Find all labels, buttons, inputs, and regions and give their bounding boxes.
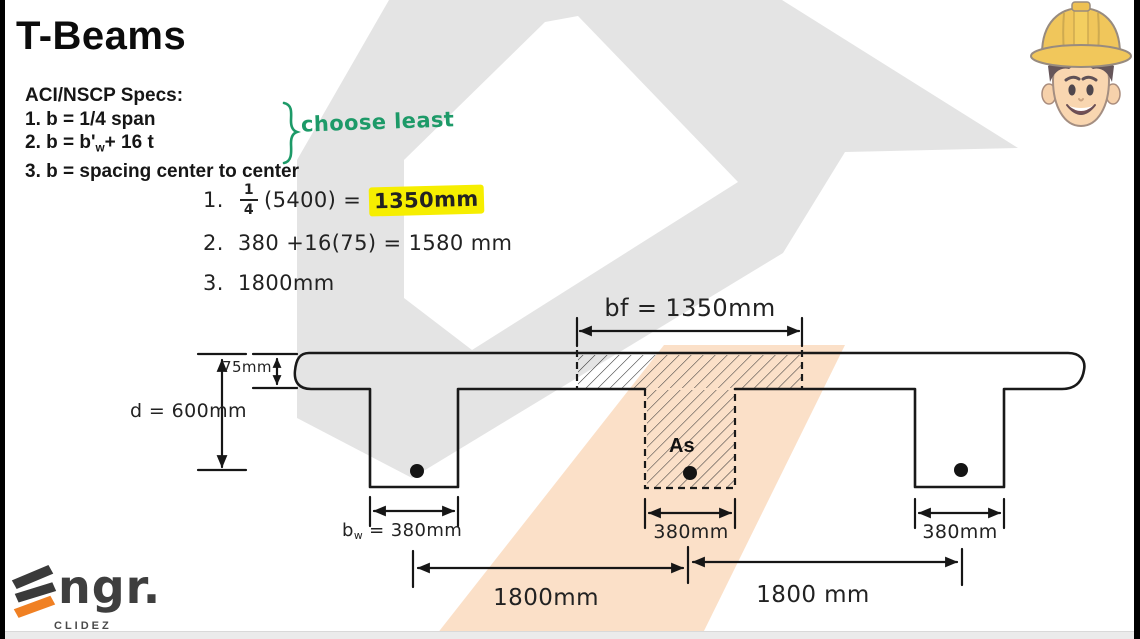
rebar-dots (410, 463, 968, 480)
spec-item-1: 1. b = 1/4 span (25, 108, 156, 130)
curly-brace-icon (282, 101, 301, 165)
highlighted-result: 1350mm (368, 184, 485, 216)
steel-area-label: As (669, 435, 695, 457)
right-web-width-label: 380mm (922, 521, 998, 543)
page-title: T-Beams (16, 14, 187, 58)
flange-width-label: bf = 1350mm (604, 294, 776, 322)
left-letterbox-bar (0, 0, 5, 639)
engineer-avatar-icon (1030, 1, 1132, 128)
calculation-2: 2. 380 +16(75) = 1580 mm (203, 231, 513, 255)
fraction-one-fourth: 1 4 (239, 183, 258, 217)
specs-heading: ACI/NSCP Specs: (25, 85, 184, 106)
engr-logo-icon (11, 564, 57, 618)
logo-wordmark: ngr. (58, 560, 162, 614)
effective-section-dashed-boundary (575, 350, 804, 490)
logo-subtext: CLIDEZ (54, 620, 112, 632)
dimension-lines (196, 316, 1006, 589)
spec-item-3: 3. b = spacing center to center (25, 160, 300, 182)
spacing-left-label: 1800mm (493, 585, 599, 611)
web-width-label: bw = 380mm (342, 520, 463, 543)
slab-thickness-label: 75mm (222, 358, 272, 376)
specs-list: ACI/NSCP Specs: 1. b = 1/4 span 2. b = b… (25, 84, 299, 183)
slab-and-webs-outline (293, 351, 1086, 489)
effective-depth-label: d = 600mm (130, 400, 247, 422)
center-web-width-label: 380mm (653, 521, 729, 543)
spacing-right-label: 1800 mm (756, 582, 870, 608)
spec-item-2: 2. b = b'w+ 16 t (25, 132, 154, 155)
calculation-1: 1. 1 4 (5400) = 1350mm (203, 183, 485, 217)
right-letterbox-bar (1134, 0, 1140, 639)
calculation-3: 3. 1800mm (203, 271, 335, 295)
bottom-strip (0, 631, 1140, 639)
